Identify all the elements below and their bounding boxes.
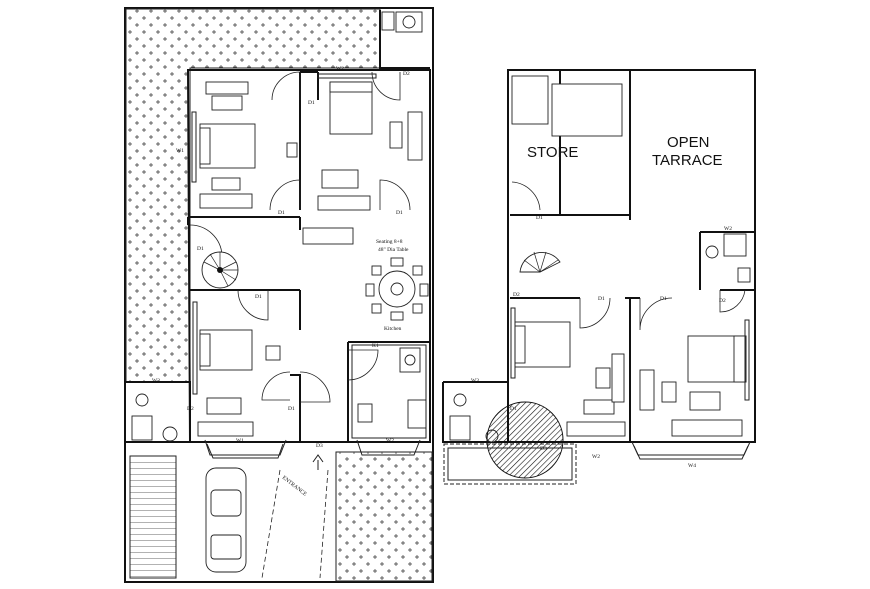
svg-text:W1: W1 (176, 148, 184, 154)
store-walls (559, 70, 631, 216)
svg-text:D1: D1 (278, 210, 285, 216)
bay-window-1 (204, 439, 287, 456)
washbasin (162, 426, 178, 442)
open-tarrace-label-1: OPEN (667, 134, 710, 151)
first-floor: STORE OPEN TARRACE (442, 69, 756, 485)
svg-text:D1: D1 (660, 296, 667, 302)
svg-text:D1: D1 (308, 100, 315, 106)
open-tarrace-label-2: TARRACE (652, 152, 723, 169)
sofa-5 (197, 421, 254, 437)
house-outline (186, 69, 431, 443)
cupboard-2 (551, 83, 623, 137)
d2-label: D2 (403, 71, 410, 77)
svg-text:D3: D3 (316, 443, 323, 449)
svg-text:D2: D2 (719, 298, 726, 304)
svg-text:W3: W3 (152, 378, 160, 384)
kitchen-label: Kitchen (384, 326, 402, 332)
upper-sofa-3 (671, 419, 743, 437)
svg-text:W4: W4 (688, 463, 696, 469)
upper-bay-window (631, 441, 751, 456)
car (205, 467, 247, 573)
svg-text:D1: D1 (396, 210, 403, 216)
upper-toilet (723, 233, 747, 257)
entrance-arrow (312, 454, 324, 470)
sofa-2 (199, 193, 253, 209)
upper-sofa-2 (639, 369, 655, 411)
balcony (443, 443, 577, 485)
sofa-3 (407, 111, 423, 161)
table-label: 48" Dia Table (378, 247, 409, 253)
sofa-1 (205, 81, 249, 95)
upper-stair (519, 252, 561, 273)
svg-text:W3: W3 (471, 378, 479, 384)
svg-text:W2: W2 (592, 454, 600, 460)
svg-text:D1: D1 (197, 246, 204, 252)
living-sofa (302, 227, 354, 245)
hatched-canopy (486, 401, 564, 479)
svg-text:D1: D1 (598, 296, 605, 302)
driveway (261, 469, 329, 579)
plot-boundary (124, 7, 434, 583)
dining-chairs (365, 257, 429, 321)
svg-text:D1: D1 (288, 406, 295, 412)
svg-text:D2: D2 (187, 406, 194, 412)
svg-text:K1: K1 (372, 343, 379, 349)
svg-text:D3: D3 (540, 446, 547, 452)
garden-lawn-front (335, 451, 433, 582)
garden-lawn-left (125, 8, 381, 383)
svg-text:W1: W1 (236, 438, 244, 444)
upper-outline (507, 69, 756, 443)
ground-floor: Seating 8+8 48" Dia Table Kitchen (124, 7, 434, 583)
w2-label: W2 (336, 66, 344, 72)
sofa-4 (317, 195, 371, 211)
svg-text:W2: W2 (724, 226, 732, 232)
stove (357, 403, 373, 423)
seating-label: Seating 8+8 (376, 239, 403, 245)
svg-text:D1: D1 (255, 294, 262, 300)
svg-text:D1: D1 (536, 215, 543, 221)
svg-text:W2: W2 (386, 438, 394, 444)
toilet (131, 415, 153, 441)
cupboard-1 (511, 75, 549, 125)
bay-window-2 (356, 439, 421, 456)
store-label: STORE (527, 144, 578, 161)
svg-text:D1: D1 (510, 406, 517, 412)
entrance-label: ENTRANCE (281, 475, 308, 498)
staircase-outdoor (129, 455, 177, 579)
upper-sofa-1 (566, 421, 626, 437)
svg-text:D2: D2 (513, 292, 520, 298)
